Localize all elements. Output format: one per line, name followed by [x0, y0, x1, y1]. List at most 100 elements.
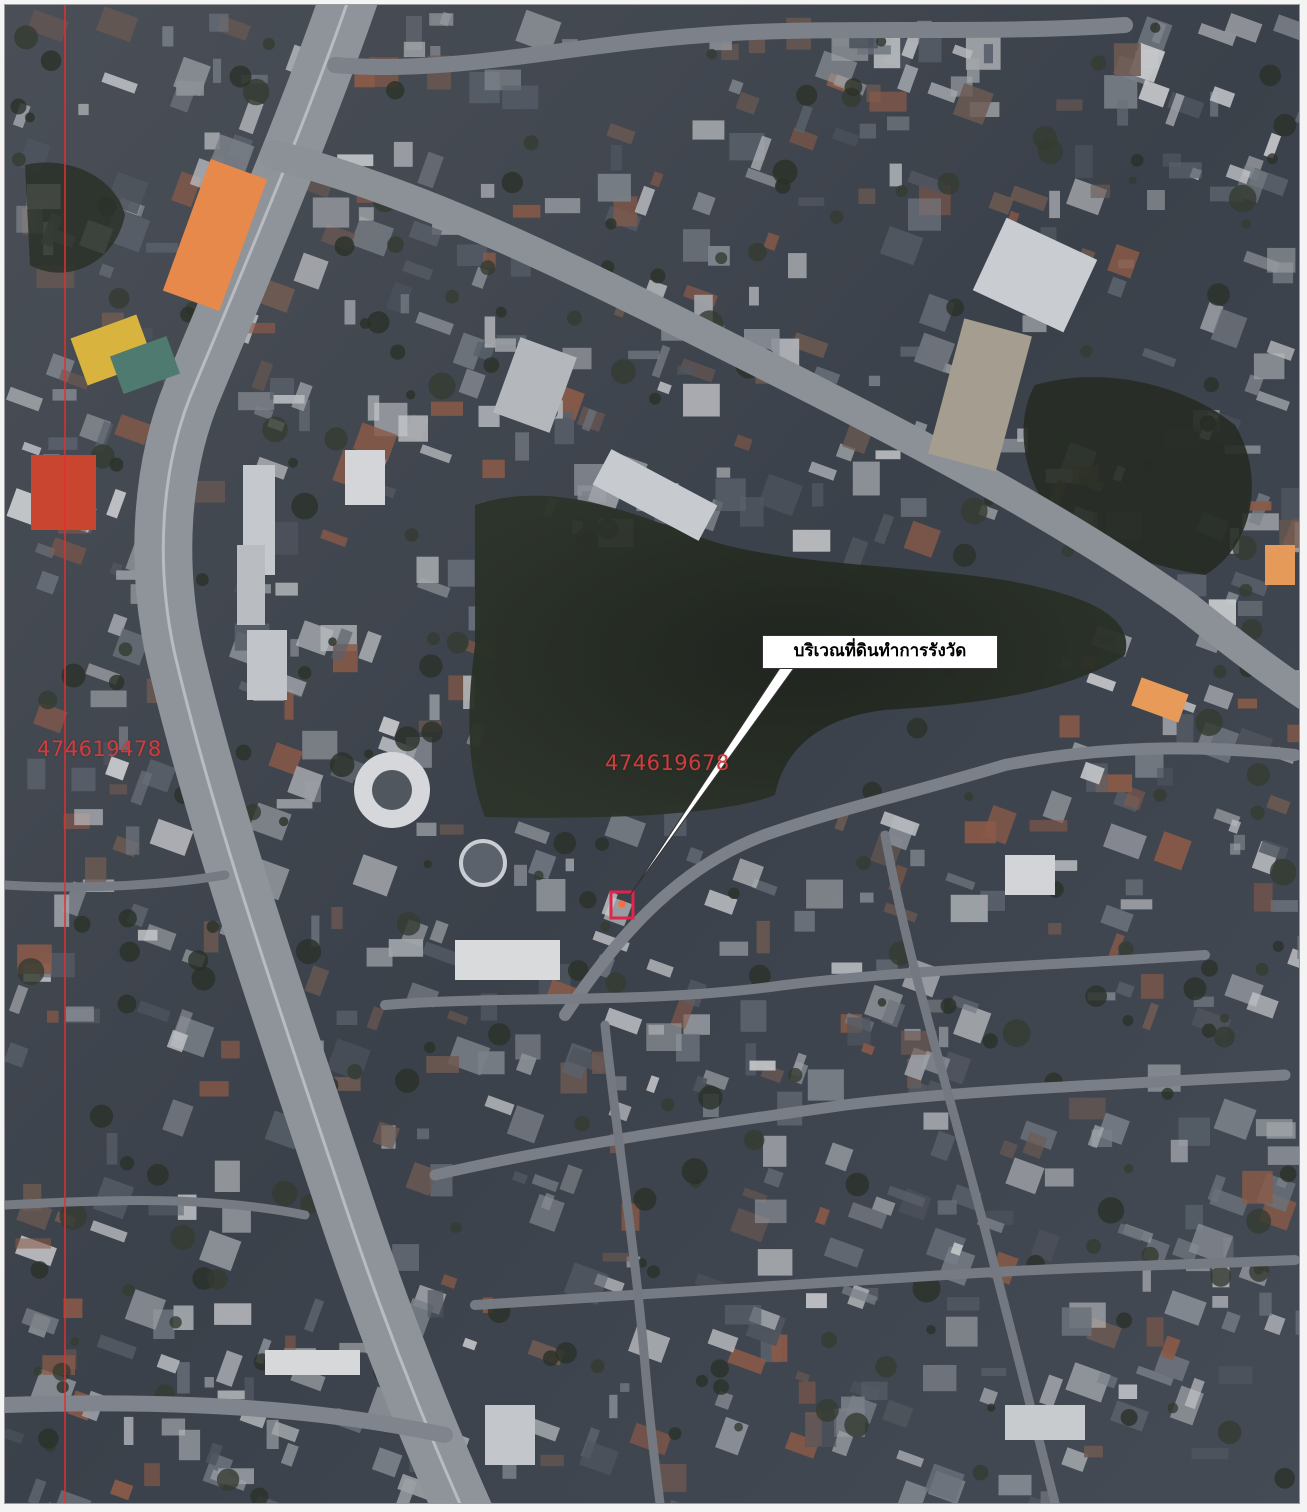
rooftop-block [6, 386, 44, 412]
rooftop-block [366, 1006, 384, 1031]
tree-canopy [1255, 962, 1269, 976]
rooftop-block [142, 328, 153, 340]
rooftop-block [735, 91, 760, 115]
rooftop-block [529, 1194, 565, 1232]
rooftop-block [213, 58, 222, 83]
tree-canopy [815, 1398, 839, 1422]
rooftop-block [1279, 520, 1299, 549]
rooftop-block [258, 279, 296, 313]
rooftop-block [807, 1069, 844, 1101]
satellite-map[interactable]: 474619478 474619678 บริเวณที่ดินทำการรัง… [4, 4, 1300, 1504]
rooftop-block [740, 1000, 767, 1032]
rooftop-block [880, 811, 920, 837]
rooftop-block [1030, 1229, 1061, 1263]
tree-canopy [595, 837, 609, 851]
rooftop-block [1242, 1170, 1273, 1204]
tree-canopy [1141, 1246, 1159, 1265]
rooftop-block [763, 1135, 787, 1167]
rooftop-block [1209, 86, 1236, 108]
rooftop-block [1221, 1311, 1241, 1333]
rooftop-block [98, 263, 115, 279]
rooftop-block [162, 1099, 194, 1137]
rooftop-block [106, 488, 127, 519]
rooftop-block [124, 1289, 167, 1330]
rooftop-block [998, 1474, 1032, 1496]
rooftop-block [1267, 1146, 1299, 1165]
rooftop-block [869, 91, 907, 112]
rooftop-block [452, 332, 485, 371]
rooftop-block [861, 1381, 888, 1400]
tree-canopy [875, 1356, 897, 1378]
rooftop-block [417, 1128, 430, 1140]
rooftop-block [831, 962, 863, 974]
tree-canopy [579, 891, 597, 909]
rooftop-block [1287, 948, 1299, 972]
tree-canopy [1203, 377, 1219, 393]
rooftop-block [927, 999, 944, 1013]
rooftop-block [559, 1164, 583, 1195]
rooftop-block [1281, 488, 1299, 521]
rooftop-block [49, 537, 87, 565]
grid-coordinate-label-left: 474619478 [37, 737, 162, 761]
rooftop-block [603, 1007, 643, 1035]
tree-canopy [1269, 858, 1297, 886]
tree-canopy [566, 310, 582, 326]
rooftop-block [1259, 1292, 1272, 1316]
rooftop-block [784, 1431, 820, 1459]
rooftop-block [945, 872, 976, 891]
tree-canopy [262, 416, 288, 443]
rooftop-block [868, 375, 881, 387]
rooftop-block [1207, 1174, 1226, 1203]
rooftop-block [189, 158, 214, 190]
rooftop-block [1061, 1307, 1092, 1336]
tree-canopy [480, 260, 496, 276]
rooftop-block [692, 120, 725, 140]
rooftop-block [1017, 428, 1028, 442]
rooftop-block [378, 716, 400, 737]
tree-canopy [821, 1331, 838, 1349]
rooftop-block [1231, 571, 1269, 597]
rooftop-block [273, 395, 305, 404]
rooftop-block [74, 809, 103, 826]
rooftop-block [798, 1381, 816, 1404]
rooftop-block [724, 1305, 762, 1325]
tree-canopy [1118, 941, 1134, 957]
rooftop-block [750, 135, 772, 171]
rooftop-block [1264, 1313, 1286, 1336]
tree-canopy [600, 921, 611, 932]
rooftop-block [887, 1185, 926, 1208]
rooftop-block [1218, 1366, 1253, 1385]
rooftop-block [813, 366, 841, 384]
rooftop-block [748, 37, 765, 54]
hotel-building [972, 217, 1098, 333]
rooftop-block [166, 1029, 189, 1053]
rooftop-block [214, 1303, 252, 1325]
rooftop-block [924, 1463, 965, 1502]
rooftop-block [952, 44, 974, 60]
tree-canopy [1266, 153, 1278, 165]
tree-canopy [1232, 535, 1257, 560]
rooftop-block [51, 1490, 92, 1503]
main-highway-centerline [161, 5, 462, 1503]
building-east-2 [1131, 677, 1189, 723]
tree-canopy [1153, 788, 1167, 802]
tree-canopy [647, 1265, 660, 1279]
rooftop-block [908, 198, 941, 231]
rooftop-block [311, 915, 320, 947]
rooftop-block [63, 1298, 83, 1318]
rooftop-block [114, 414, 152, 446]
rooftop-block [789, 127, 818, 151]
rooftop-block [215, 1350, 243, 1387]
tree-canopy [118, 642, 133, 657]
tree-canopy [876, 36, 887, 47]
diagonal-avenue [260, 140, 1299, 709]
tree-canopy [1183, 977, 1207, 1001]
rooftop-block [613, 1076, 627, 1091]
rooftop-block [422, 941, 460, 966]
rooftop-block [841, 1285, 878, 1306]
rooftop-block [757, 1249, 793, 1276]
rooftop-block [947, 1297, 980, 1311]
rooftop-block [54, 894, 70, 927]
rooftop-block [540, 1454, 564, 1467]
rooftop-block [1287, 724, 1299, 743]
